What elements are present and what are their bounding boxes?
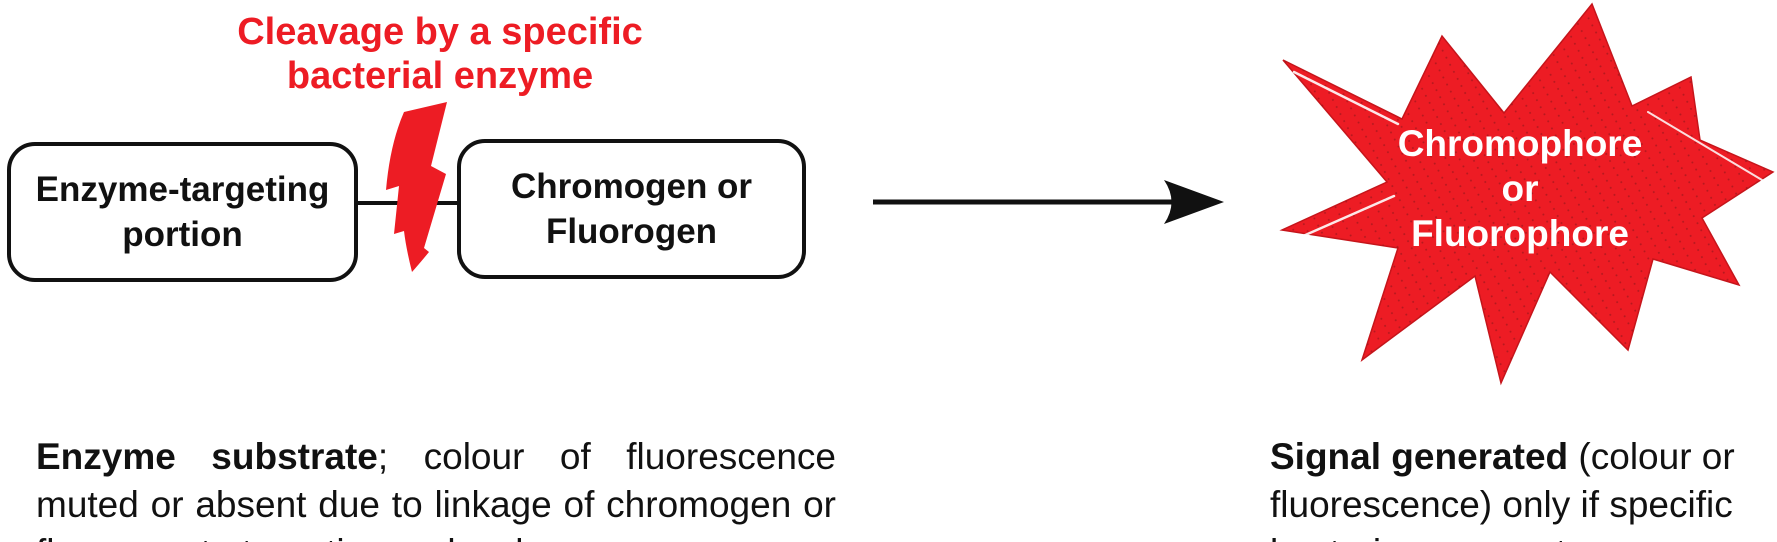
starburst-highlight-streak [1647,111,1763,181]
starburst-highlight-streak [1292,70,1400,126]
reaction-arrow [873,180,1224,224]
enzyme-targeting-portion-box: Enzyme-targeting portion [7,142,358,282]
cleavage-title-line1: Cleavage by a specific [237,11,643,53]
starburst-label-line1: Chromophore [1397,123,1643,164]
substrate-caption-rest: ; colour of fluorescence muted or absent… [36,436,836,542]
enzyme-targeting-portion-label-line2: portion [122,215,243,254]
signal-starburst [1279,2,1775,386]
substrate-caption: Enzyme substrate; colour of fluorescence… [36,433,836,542]
cleavage-lightning-bolt-icon [386,102,447,272]
starburst-highlight-streak [1292,194,1396,242]
starburst-label-line3: Fluorophore [1411,213,1629,254]
cleavage-title: Cleavage by a specific bacterial enzyme [190,10,690,98]
starburst-label: Chromophore or Fluorophore [1320,121,1720,256]
chromogen-fluorogen-label-line1: Chromogen or [510,167,753,206]
cleavage-title-line2: bacterial enzyme [286,55,594,97]
signal-caption-bold: Signal generated [1270,436,1569,477]
chromogen-fluorogen-box: Chromogen or Fluorogen [457,139,806,279]
signal-caption: Signal generated (colour or fluorescence… [1270,433,1750,542]
chromogen-fluorogen-label-line2: Fluorogen [545,212,718,251]
signal-caption-rest: (colour or fluorescence) only if specifi… [1270,436,1735,542]
starburst-texture [1282,4,1773,383]
reaction-arrow-head [1164,180,1224,224]
enzyme-targeting-portion-label-line1: Enzyme-targeting [35,170,330,209]
starburst-label-line2: or [1501,168,1539,209]
substrate-caption-bold: Enzyme substrate [36,436,378,477]
